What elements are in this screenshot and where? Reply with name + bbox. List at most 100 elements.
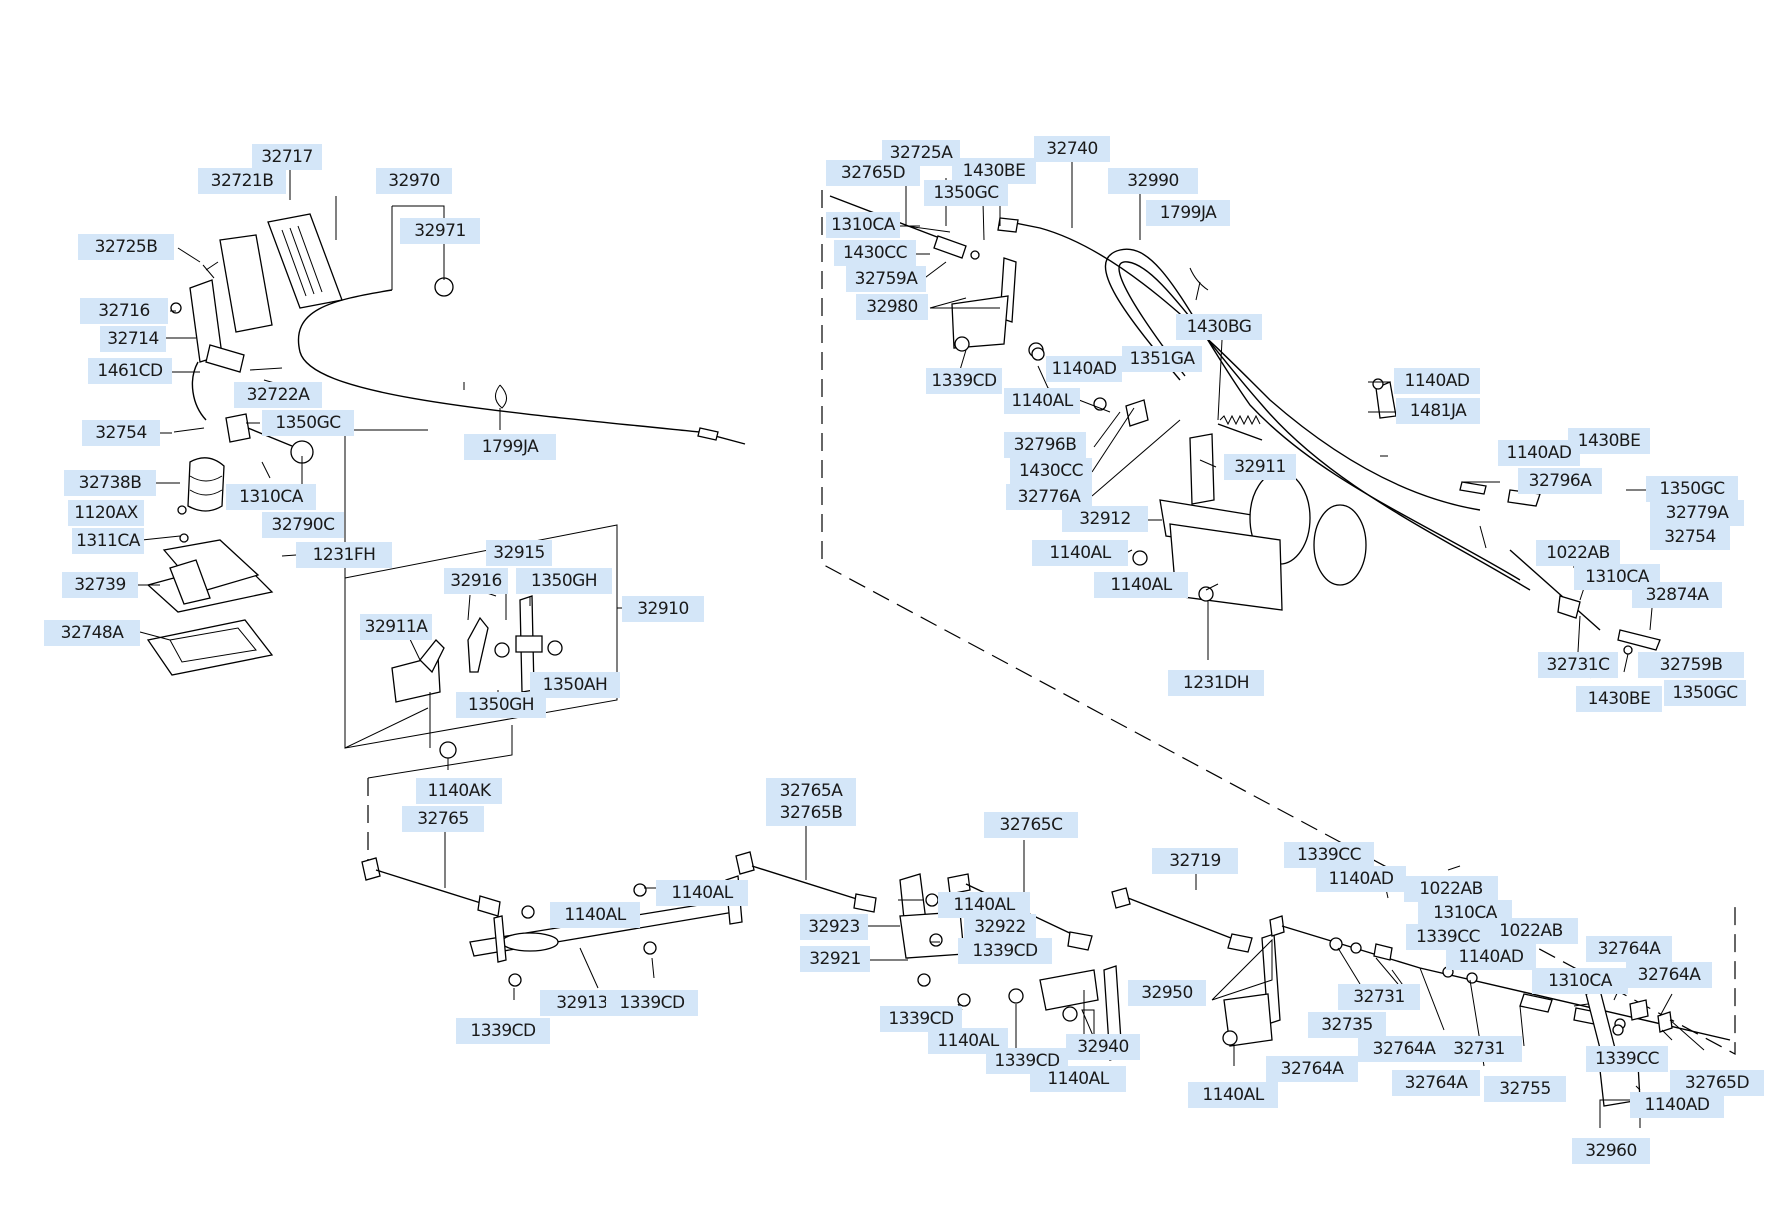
part-label-1339cc-b1[interactable]: 1339CC — [1284, 842, 1374, 868]
part-label-32911[interactable]: 32911 — [1224, 454, 1296, 480]
part-label-1140ad-r2[interactable]: 1140AD — [1498, 440, 1580, 466]
part-label-1140al-b2[interactable]: 1140AL — [550, 902, 640, 928]
part-label-1140al-t3[interactable]: 1140AL — [1094, 572, 1188, 598]
part-label-32731c[interactable]: 32731C — [1538, 652, 1618, 678]
part-label-1350gh-2[interactable]: 1350GH — [456, 692, 546, 718]
part-label-1339cd-b2[interactable]: 1339CD — [606, 990, 698, 1016]
part-label-32915[interactable]: 32915 — [486, 540, 552, 566]
part-label-1350gc[interactable]: 1350GC — [262, 410, 354, 436]
part-label-1311ca[interactable]: 1311CA — [72, 528, 144, 554]
part-label-32731-b[interactable]: 32731 — [1436, 1036, 1522, 1062]
part-label-1430bg[interactable]: 1430BG — [1176, 314, 1262, 340]
part-label-32738b[interactable]: 32738B — [64, 470, 156, 496]
part-label-32716[interactable]: 32716 — [80, 298, 168, 324]
part-label-32765[interactable]: 32765 — [402, 806, 484, 832]
part-label-32796a[interactable]: 32796A — [1518, 468, 1602, 494]
part-label-1430cc-m[interactable]: 1430CC — [1010, 458, 1092, 484]
part-label-32765a[interactable]: 32765A — [766, 778, 856, 804]
part-label-1481ja[interactable]: 1481JA — [1396, 398, 1480, 424]
part-label-32754[interactable]: 32754 — [82, 420, 160, 446]
part-label-32911a[interactable]: 32911A — [360, 614, 432, 640]
part-label-32764a-1[interactable]: 32764A — [1586, 936, 1672, 962]
part-label-32940[interactable]: 32940 — [1066, 1034, 1140, 1060]
part-label-32779a[interactable]: 32779A — [1650, 500, 1744, 526]
part-label-32776a[interactable]: 32776A — [1006, 484, 1092, 510]
part-label-1140al-t[interactable]: 1140AL — [1004, 388, 1080, 414]
part-label-1022ab-r[interactable]: 1022AB — [1536, 540, 1620, 566]
part-label-32759a[interactable]: 32759A — [846, 266, 926, 292]
part-label-1310ca-t[interactable]: 1310CA — [826, 212, 900, 238]
part-label-32960[interactable]: 32960 — [1572, 1138, 1650, 1164]
part-label-1339cc-b2[interactable]: 1339CC — [1406, 924, 1490, 950]
part-label-32764a-4[interactable]: 32764A — [1266, 1056, 1358, 1082]
part-label-32912[interactable]: 32912 — [1062, 506, 1148, 532]
part-label-32765d[interactable]: 32765D — [826, 160, 920, 186]
part-label-1339cd-b4[interactable]: 1339CD — [880, 1006, 962, 1032]
part-label-32754-r[interactable]: 32754 — [1650, 524, 1730, 550]
part-label-32874a[interactable]: 32874A — [1632, 582, 1722, 608]
part-label-32722a[interactable]: 32722A — [234, 382, 322, 408]
part-label-32725a[interactable]: 32725A — [882, 140, 960, 166]
part-label-32765b[interactable]: 32765B — [766, 800, 856, 826]
part-label-1140ad-b3[interactable]: 1140AD — [1630, 1092, 1724, 1118]
part-label-32922[interactable]: 32922 — [964, 914, 1036, 940]
part-label-1140al-b6[interactable]: 1140AL — [1188, 1082, 1278, 1108]
part-label-1799ja-t[interactable]: 1799JA — [1146, 200, 1230, 226]
part-label-1140al-b1[interactable]: 1140AL — [656, 880, 748, 906]
part-label-1430cc-t[interactable]: 1430CC — [834, 240, 916, 266]
part-label-1339cd-b3[interactable]: 1339CD — [456, 1018, 550, 1044]
part-label-1461cd[interactable]: 1461CD — [88, 358, 172, 384]
part-label-32739[interactable]: 32739 — [62, 572, 138, 598]
part-label-1350gh[interactable]: 1350GH — [516, 568, 612, 594]
part-label-1310ca-b2[interactable]: 1310CA — [1532, 968, 1628, 994]
part-label-32719[interactable]: 32719 — [1152, 848, 1238, 874]
part-label-32725b[interactable]: 32725B — [78, 234, 174, 260]
part-label-1140al-b3[interactable]: 1140AL — [938, 892, 1030, 918]
part-label-1310ca[interactable]: 1310CA — [226, 484, 316, 510]
part-label-1310ca-b1[interactable]: 1310CA — [1418, 900, 1512, 926]
part-label-32714[interactable]: 32714 — [100, 326, 166, 352]
part-label-1799ja[interactable]: 1799JA — [464, 434, 556, 460]
part-label-1140ad-b2[interactable]: 1140AD — [1446, 944, 1536, 970]
part-label-1140ad-t[interactable]: 1140AD — [1046, 356, 1122, 382]
part-label-32790c[interactable]: 32790C — [262, 512, 344, 538]
part-label-1022ab-b1[interactable]: 1022AB — [1404, 876, 1498, 902]
part-label-1350gc-b[interactable]: 1350GC — [1664, 680, 1746, 706]
part-label-1140al-b5[interactable]: 1140AL — [1030, 1066, 1126, 1092]
part-label-1351ga[interactable]: 1351GA — [1122, 346, 1202, 372]
part-label-1022ab-b2[interactable]: 1022AB — [1484, 918, 1578, 944]
part-label-1140ad-r[interactable]: 1140AD — [1394, 368, 1480, 394]
part-label-32764a-3[interactable]: 32764A — [1358, 1036, 1450, 1062]
part-label-32921[interactable]: 32921 — [800, 946, 870, 972]
part-label-32765d-b[interactable]: 32765D — [1670, 1070, 1764, 1096]
part-label-1430be-b[interactable]: 1430BE — [1576, 686, 1662, 712]
part-label-32740[interactable]: 32740 — [1034, 136, 1110, 162]
part-label-32717[interactable]: 32717 — [252, 144, 322, 170]
part-label-32735[interactable]: 32735 — [1308, 1012, 1386, 1038]
part-label-1430be-r[interactable]: 1430BE — [1568, 428, 1650, 454]
part-label-32731[interactable]: 32731 — [1338, 984, 1420, 1010]
part-label-1120ax[interactable]: 1120AX — [68, 500, 144, 526]
part-label-32980[interactable]: 32980 — [856, 294, 928, 320]
part-label-1140ak[interactable]: 1140AK — [416, 778, 502, 804]
part-label-32759b[interactable]: 32759B — [1638, 652, 1744, 678]
part-label-32916[interactable]: 32916 — [444, 568, 508, 594]
part-label-1339cd-t[interactable]: 1339CD — [926, 368, 1002, 394]
part-label-1231dh[interactable]: 1231DH — [1168, 670, 1264, 696]
part-label-1339cd-b1[interactable]: 1339CD — [958, 938, 1052, 964]
part-label-1350gc-r[interactable]: 1350GC — [1646, 476, 1738, 502]
part-label-32721b[interactable]: 32721B — [198, 168, 286, 194]
part-label-1140ad-b1[interactable]: 1140AD — [1316, 866, 1406, 892]
part-label-32764a-5[interactable]: 32764A — [1392, 1070, 1480, 1096]
part-label-32755[interactable]: 32755 — [1484, 1076, 1566, 1102]
part-label-32923[interactable]: 32923 — [800, 914, 868, 940]
part-label-32950[interactable]: 32950 — [1128, 980, 1206, 1006]
part-label-32910[interactable]: 32910 — [622, 596, 704, 622]
part-label-1231fh[interactable]: 1231FH — [296, 542, 392, 568]
part-label-32796b[interactable]: 32796B — [1004, 432, 1086, 458]
part-label-32990[interactable]: 32990 — [1108, 168, 1198, 194]
part-label-1350gc-t[interactable]: 1350GC — [924, 180, 1008, 206]
part-label-32765c[interactable]: 32765C — [984, 812, 1078, 838]
part-label-32970[interactable]: 32970 — [376, 168, 452, 194]
part-label-32748a[interactable]: 32748A — [44, 620, 140, 646]
